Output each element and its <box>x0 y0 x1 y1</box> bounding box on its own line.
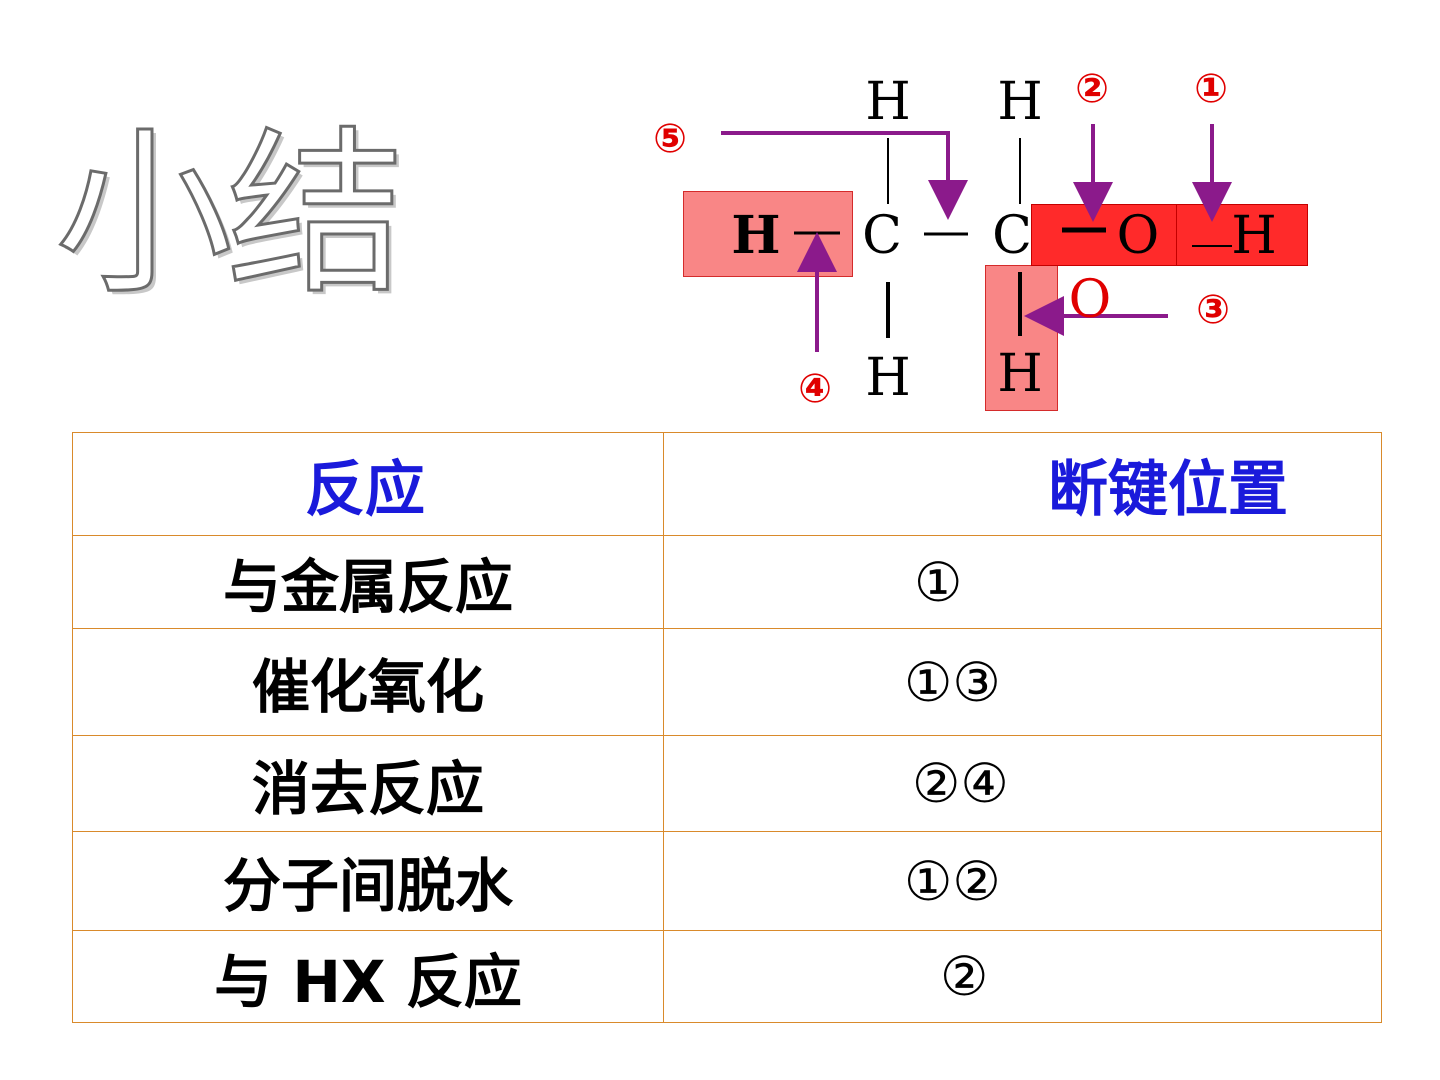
position-cell: ①③ <box>663 628 1382 736</box>
table-row: 催化氧化 ①③ <box>72 628 1382 736</box>
reaction-cell: 消去反应 <box>72 735 664 832</box>
atom-h-top-2: H <box>997 72 1043 132</box>
position-cell: ① <box>663 535 1382 629</box>
marker-3: ③ <box>1196 287 1230 333</box>
table-header-row: 反应 断键位置 <box>72 432 1382 536</box>
summary-table: 反应 断键位置 与金属反应 ① 催化氧化 ①③ 消去反应 ②④ 分子间脱水 ①②… <box>72 432 1382 1023</box>
atom-h-top-1: H <box>865 72 911 132</box>
reaction-cell: 与金属反应 <box>72 535 664 629</box>
table-row: 与 HX 反应 ② <box>72 930 1382 1023</box>
reaction-cell: 分子间脱水 <box>72 831 664 931</box>
atom-h-bottom-1: H <box>865 348 911 408</box>
table-row: 分子间脱水 ①② <box>72 831 1382 931</box>
table-row: 与金属反应 ① <box>72 535 1382 629</box>
atom-h-left: H <box>731 205 781 266</box>
page-title: 小结 <box>54 110 407 320</box>
atom-h-right: H <box>1231 206 1277 266</box>
atom-o-main: O <box>1116 206 1160 266</box>
header-position: 断键位置 <box>663 432 1382 536</box>
atom-o-red: O <box>1068 270 1112 330</box>
reaction-cell: 与 HX 反应 <box>72 930 664 1023</box>
position-cell: ①② <box>663 831 1382 931</box>
atom-c2: C <box>992 206 1032 266</box>
atom-c1: C <box>862 206 902 266</box>
table-row: 消去反应 ②④ <box>72 735 1382 832</box>
marker-2: ② <box>1075 66 1109 112</box>
marker-4: ④ <box>798 366 832 412</box>
marker-5: ⑤ <box>653 116 687 162</box>
marker-1: ① <box>1194 66 1228 112</box>
position-cell: ② <box>663 930 1382 1023</box>
position-cell: ②④ <box>663 735 1382 832</box>
reaction-cell: 催化氧化 <box>72 628 664 736</box>
header-reaction: 反应 <box>72 432 664 536</box>
arrow-5 <box>721 131 968 220</box>
atom-h-bottom-2: H <box>997 344 1043 404</box>
